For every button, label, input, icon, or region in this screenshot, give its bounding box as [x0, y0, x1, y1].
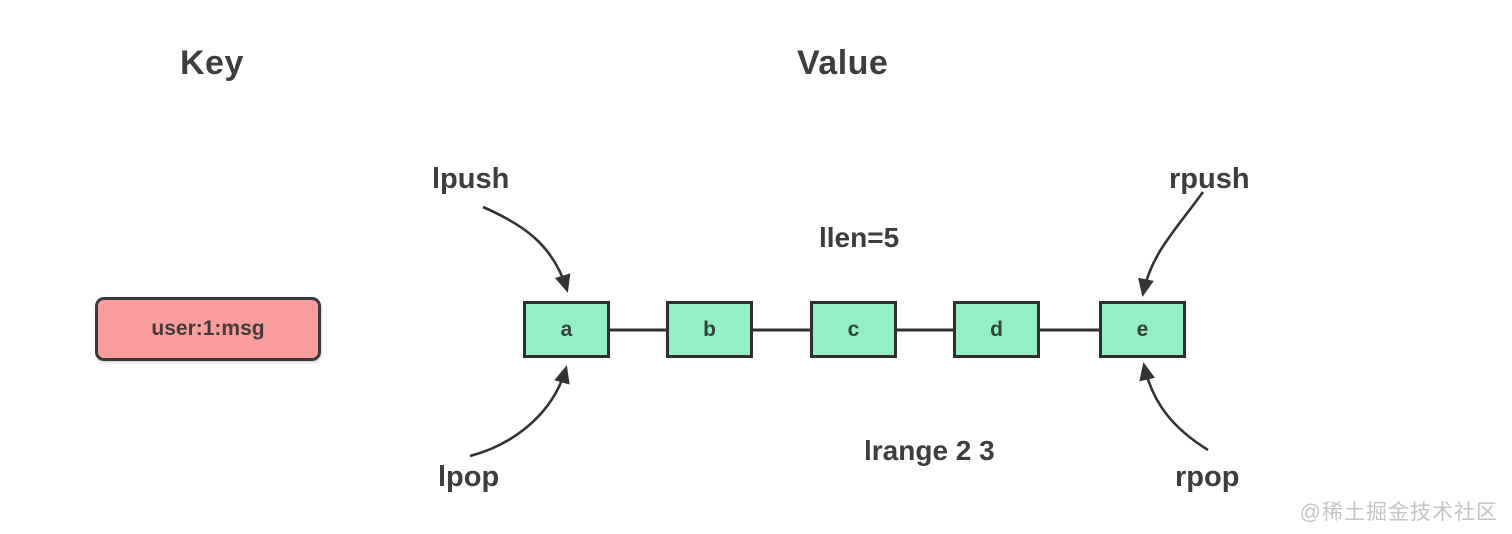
rpush-arrow — [1138, 191, 1205, 297]
list-node-a: a — [523, 301, 610, 358]
site-watermark: @稀土掘金技术社区 — [1299, 501, 1498, 524]
rpop-arrow — [1139, 362, 1209, 452]
value-column-header: Value — [797, 44, 889, 82]
lpop-arrow — [469, 365, 570, 458]
key-node: user:1:msg — [95, 297, 321, 361]
list-node-b: b — [666, 301, 753, 358]
rpush-label: rpush — [1169, 163, 1250, 195]
lpush-label: lpush — [432, 163, 510, 195]
llen-annotation: llen=5 — [819, 222, 900, 253]
rpop-label: rpop — [1175, 461, 1240, 493]
list-node-c: c — [810, 301, 897, 358]
lpop-label: lpop — [438, 461, 500, 493]
lrange-annotation: lrange 2 3 — [864, 435, 995, 466]
list-node-d: d — [953, 301, 1040, 358]
list-node-e: e — [1099, 301, 1186, 358]
lpush-arrow — [482, 205, 571, 293]
key-column-header: Key — [180, 44, 244, 82]
